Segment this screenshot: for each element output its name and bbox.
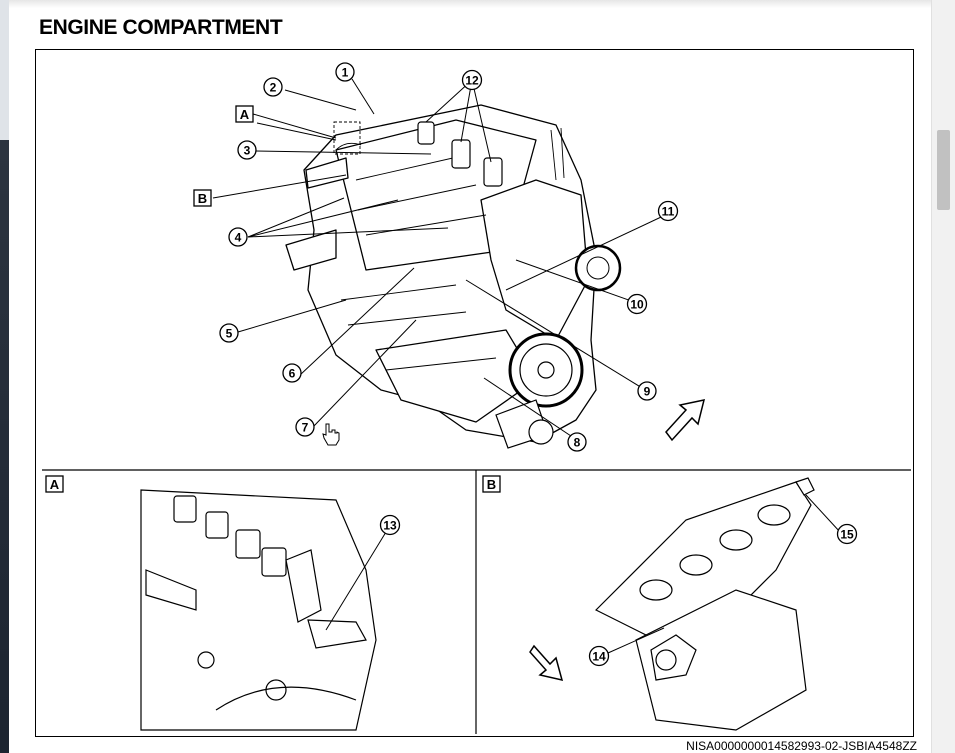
callout-5: 5 [219,323,239,343]
inset-ref-a: A [235,105,337,139]
svg-text:B: B [487,477,496,492]
alternator-pulley [574,244,622,292]
diagram-svg: 1 2 3 4 5 6 7 [42,62,911,734]
svg-text:12: 12 [465,74,479,88]
front-direction-arrow-icon-detail-b [529,644,564,682]
callout-8: 8 [567,432,587,452]
svg-text:1: 1 [342,66,349,80]
callout-6: 6 [282,363,302,383]
vertical-scrollbar[interactable] [931,0,955,753]
callout-10: 10 [626,293,648,315]
callout-4: 4 [228,227,248,247]
callout-15: 15 [836,523,858,545]
callout-7: 7 [295,417,315,437]
front-direction-arrow-icon [665,399,706,442]
callout-3: 3 [237,140,257,160]
svg-text:11: 11 [662,205,675,219]
detail-b-label: B [482,475,501,493]
hand-pointer-icon [322,423,340,446]
engine-compartment-diagram: 1 2 3 4 5 6 7 [35,49,914,737]
callout-14: 14 [588,645,610,667]
background-window-edge [0,0,9,753]
svg-text:6: 6 [289,367,296,381]
svg-text:13: 13 [383,519,397,533]
svg-text:3: 3 [244,144,251,158]
callout-9: 9 [637,381,657,401]
detail-a-illustration [140,489,377,731]
scrollbar-thumb[interactable] [937,130,950,210]
callout-2: 2 [263,77,283,97]
main-leader-lines [212,78,677,443]
svg-text:14: 14 [592,650,606,664]
svg-text:7: 7 [302,421,309,435]
callout-1: 1 [335,62,355,82]
svg-text:4: 4 [235,231,242,245]
svg-text:8: 8 [574,436,581,450]
detail-b-leaders [607,494,841,654]
callout-12: 12 [461,69,483,91]
svg-text:9: 9 [644,385,651,399]
detail-a-leader [325,531,387,631]
engine-detail-lines [333,121,565,371]
svg-text:A: A [240,107,250,122]
svg-text:5: 5 [226,327,233,341]
detail-a-label: A [45,475,64,493]
page-title: ENGINE COMPARTMENT [39,16,283,39]
viewer-top-edge [9,0,931,8]
svg-text:15: 15 [840,528,854,542]
figure-id: NISA0000000014582993-02-JSBIA4548ZZ [686,739,917,753]
crankshaft-pulley [508,332,584,408]
document-viewer: ENGINE COMPARTMENT [9,0,931,753]
intake-manifold-illustration [594,477,815,731]
svg-text:2: 2 [270,81,277,95]
svg-text:10: 10 [630,298,644,312]
callout-11: 11 [657,200,679,222]
inset-ref-b: B [193,189,212,207]
callout-13: 13 [379,514,401,536]
svg-text:B: B [198,191,207,206]
svg-text:A: A [50,477,60,492]
